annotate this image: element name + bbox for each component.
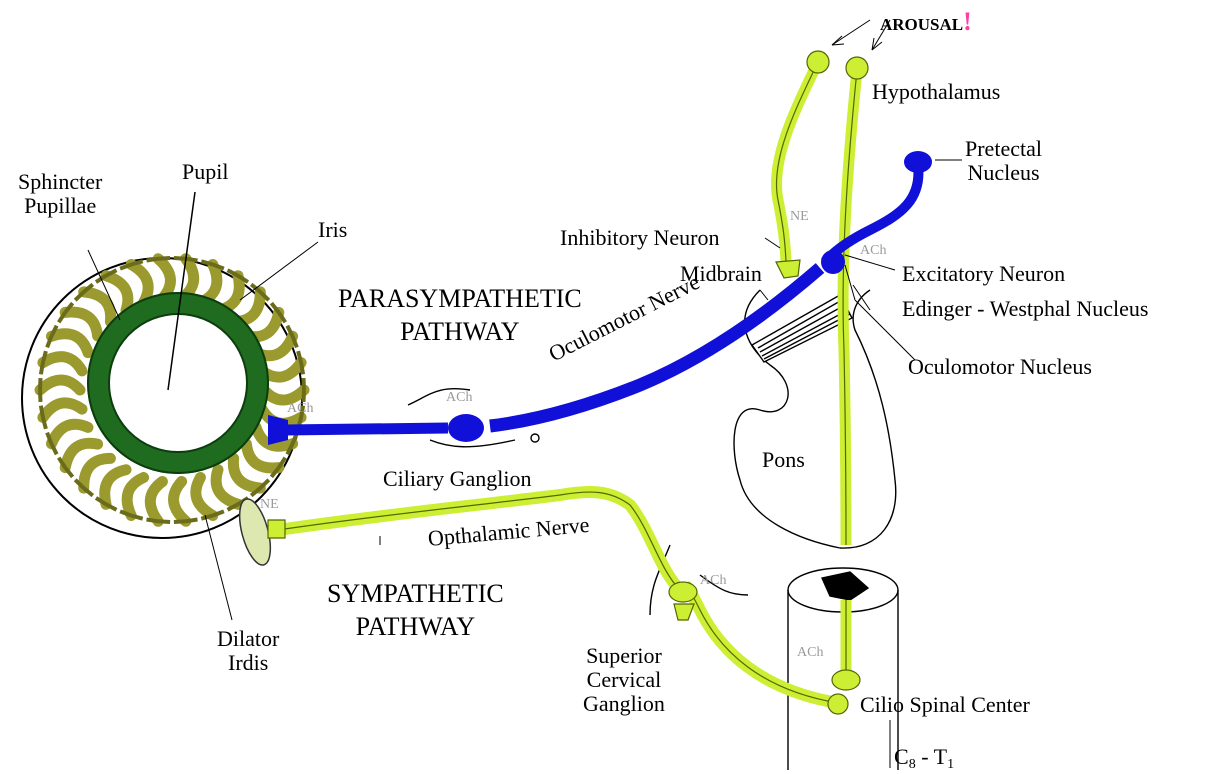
c-label: C	[894, 744, 909, 769]
nt-ach-spinal: ACh	[797, 645, 823, 660]
oculomotor-nucleus-label: Oculomotor Nucleus	[908, 355, 1092, 379]
eye-iris	[22, 192, 318, 620]
parasympathetic-pathway-label: PARASYMPATHETIC PATHWAY	[338, 283, 582, 348]
iris-spoke-fork	[40, 378, 41, 402]
sphincter-pupillae-label: Sphincter Pupillae	[18, 170, 102, 218]
nt-ne-eye: NE	[260, 497, 279, 512]
t-label: - T	[916, 744, 947, 769]
nt-ach-eye: ACh	[287, 401, 313, 416]
t-sub: 1	[947, 757, 954, 772]
segment-label: C8 - T1	[894, 745, 954, 772]
iris-spoke-fork	[174, 520, 198, 523]
nt-ach-excitatory: ACh	[860, 243, 886, 258]
pretectal-nucleus-label: Pretectal Nucleus	[965, 137, 1042, 185]
arousal-label: AROUSAL!	[880, 8, 972, 37]
iris-label: Iris	[318, 218, 347, 242]
nt-ach-scg: ACh	[700, 573, 726, 588]
inhibitory-neuron-label: Inhibitory Neuron	[560, 226, 719, 250]
iris-spoke-fork	[147, 520, 171, 523]
sympathetic-pathway-label: SYMPATHETIC PATHWAY	[327, 578, 504, 643]
dilator-irdis-label: Dilator Irdis	[217, 627, 279, 675]
edinger-westphal-label: Edinger - Westphal Nucleus	[902, 297, 1148, 321]
arousal-text: AROUSAL	[880, 15, 963, 34]
ciliary-ganglion-label: Ciliary Ganglion	[383, 467, 531, 491]
sphincter-label-text: Sphincter Pupillae	[18, 170, 102, 218]
nt-ach-ciliary: ACh	[446, 390, 472, 405]
c-sub: 8	[909, 757, 916, 772]
cilio-spinal-center-label: Cilio Spinal Center	[860, 693, 1030, 717]
excitatory-neuron-label: Excitatory Neuron	[902, 262, 1065, 286]
iris-spoke-fork	[147, 258, 171, 261]
hypothalamus-label: Hypothalamus	[872, 80, 1000, 104]
midbrain-label: Midbrain	[680, 262, 762, 286]
pons-label: Pons	[762, 448, 805, 472]
nt-ne-inhibitory: NE	[790, 209, 809, 224]
pupil-label: Pupil	[182, 160, 228, 184]
superior-cervical-ganglion-label: Superior Cervical Ganglion	[583, 644, 665, 717]
arousal-exclaim: !	[963, 7, 972, 36]
iris-spoke-fork	[304, 378, 305, 402]
